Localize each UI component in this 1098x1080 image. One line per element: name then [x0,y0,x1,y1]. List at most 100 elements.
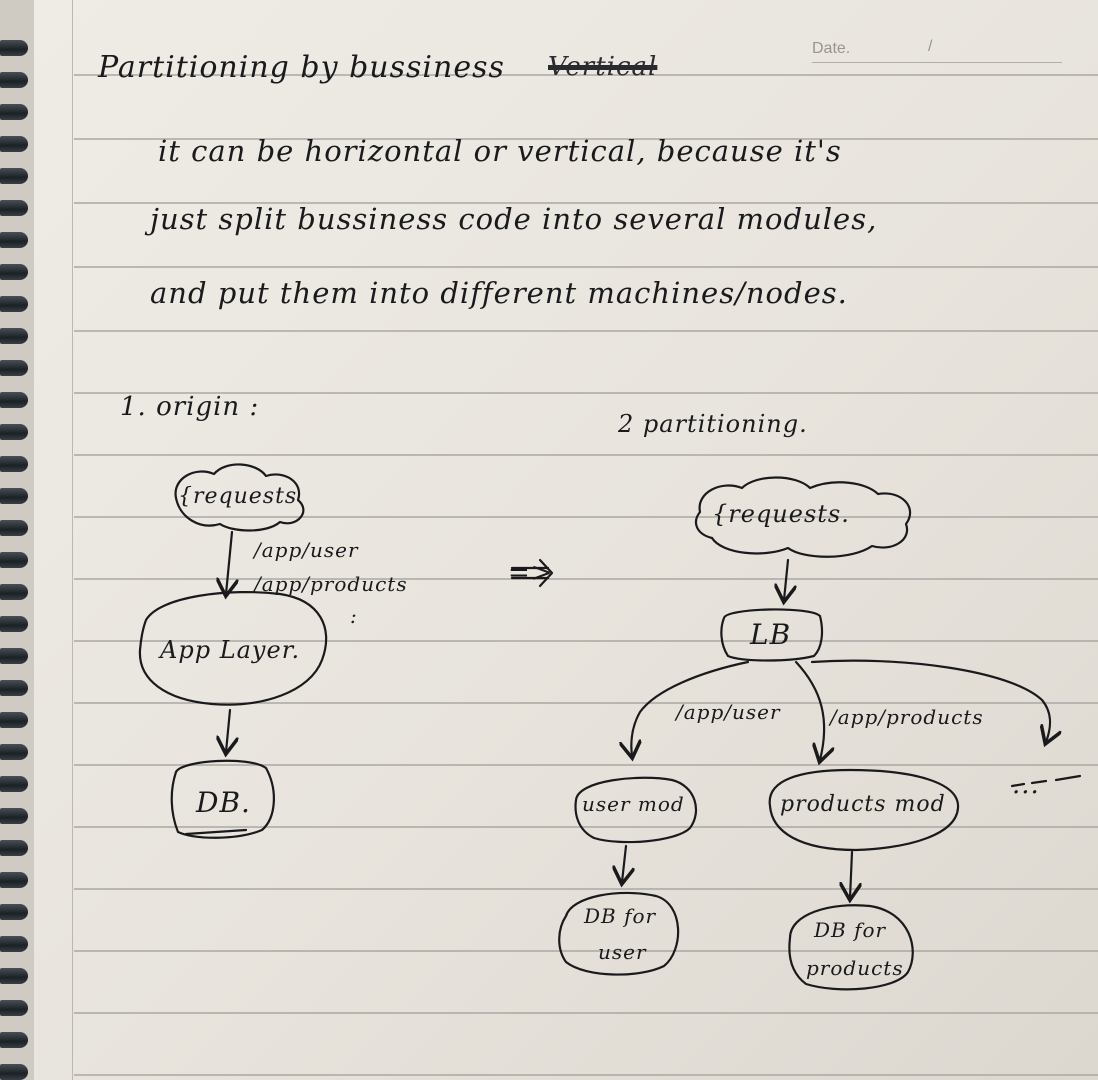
binding-coil [0,520,28,536]
origin-route-products: /app/products [254,572,408,596]
ruled-line [74,138,1098,140]
db-for-products-line-1: DB for [814,918,887,942]
binding-coil [0,680,28,696]
binding-coil [0,488,28,504]
db-for-user-line-2: user [598,940,647,964]
ruled-line [74,454,1098,456]
user-mod-label: user mod [582,792,685,816]
ruled-line [74,702,1098,704]
binding-coil [0,744,28,760]
binding-coil [0,552,28,568]
binding-coil [0,776,28,792]
db-for-products-line-2: products [806,956,904,980]
ruled-line [74,392,1098,394]
origin-heading: 1. origin : [120,392,260,422]
binding-coil [0,392,28,408]
arrow-products-mod-to-db [850,850,852,898]
binding-coil [0,136,28,152]
ruled-line [74,516,1098,518]
binding-coil [0,296,28,312]
arrow-lb-to-more [810,659,1050,742]
binding-coil [0,200,28,216]
lb-box [720,608,824,662]
db-for-user-shape [558,891,680,976]
binding-coil [0,968,28,984]
date-underline [812,62,1062,63]
ruled-line [74,888,1098,890]
origin-db-shape [170,759,275,839]
partitioning-requests-label: {requests. [712,500,850,528]
app-layer-label: App Layer. [160,636,301,664]
binding-coil [0,168,28,184]
lb-label: LB [750,618,792,651]
binding-coil [0,808,28,824]
binding-coil [0,1000,28,1016]
binding-coil [0,456,28,472]
date-slash: / [928,38,933,55]
ruled-line [74,1012,1098,1014]
ruled-line [74,826,1098,828]
origin-route-user: /app/user [254,538,359,562]
transition-arrow: => [508,558,554,588]
binding-coil [0,1064,28,1080]
arrow-lb-to-products-mod [794,660,824,760]
binding-coil [0,360,28,376]
ruled-line [74,950,1098,952]
binding-coil [0,616,28,632]
user-mod-oval [574,776,698,844]
binding-coil [0,840,28,856]
crossed-out-word: Vertical [548,52,658,82]
partitioning-route-products: /app/products [830,705,984,729]
ruled-line [74,640,1098,642]
ruled-line [74,330,1098,332]
ruled-line [74,764,1098,766]
partitioning-arrow-requests-to-lb [784,558,788,600]
date-label: Date. [812,40,851,57]
transition-arrow-stroke [510,558,554,588]
binding-coil [0,872,28,888]
body-line-2: just split bussiness code into several m… [150,202,878,236]
db-for-user-line-1: DB for [584,904,657,928]
binding-coil [0,584,28,600]
binding-coil [0,40,28,56]
binding-coil [0,904,28,920]
ellipsis-stroke [1010,774,1082,788]
binding-coil [0,1032,28,1048]
ruled-line [74,74,1098,76]
ruled-line [74,202,1098,204]
arrow-lb-to-user-mod [631,660,750,756]
page-title: Partitioning by bussiness [98,50,505,85]
ruled-line [74,266,1098,268]
binding-coil [0,712,28,728]
origin-arrow-app-to-db [226,708,230,752]
partitioning-requests-cloud [694,476,912,558]
products-mod-label: products mod [780,792,946,817]
binding-coil [0,648,28,664]
spiral-binding [0,0,34,1080]
origin-db-underline [184,828,248,836]
partitioning-heading: 2 partitioning. [618,410,808,438]
origin-route-more: : [350,604,358,628]
products-mod-oval [768,768,960,852]
db-for-products-shape [788,904,914,991]
binding-coil [0,72,28,88]
partitioning-route-user: /app/user [676,700,781,724]
origin-db-label: DB. [196,786,251,819]
origin-requests-label: {requests [178,484,298,509]
binding-coil [0,936,28,952]
ruled-line [74,578,1098,580]
binding-coil [0,424,28,440]
origin-requests-cloud [174,463,305,532]
binding-coil [0,264,28,280]
binding-coil [0,232,28,248]
arrow-user-mod-to-db [622,844,626,882]
origin-arrow-requests-to-app [226,530,232,594]
margin-line [72,0,73,1080]
body-line-3: and put them into different machines/nod… [150,276,848,310]
ruled-line [74,1074,1098,1076]
app-layer-oval [138,591,328,706]
binding-coil [0,328,28,344]
binding-coil [0,104,28,120]
